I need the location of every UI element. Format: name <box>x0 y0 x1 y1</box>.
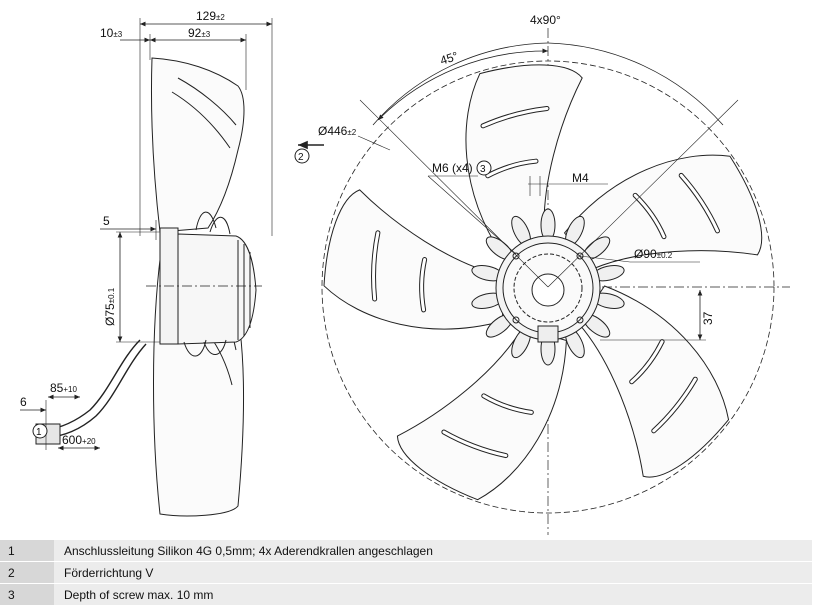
table-row: 1 Anschlussleitung Silikon 4G 0,5mm; 4x … <box>0 540 812 562</box>
dim-thread-m6: M6 (x4) <box>432 161 473 175</box>
fan-blade <box>323 189 504 330</box>
note-text: Anschlussleitung Silikon 4G 0,5mm; 4x Ad… <box>54 540 812 562</box>
dim-width-92: 92±3 <box>188 26 211 40</box>
dim-offset-10: 10±3 <box>100 26 123 40</box>
dim-5: 5 <box>103 214 110 228</box>
balloon-3: 3 <box>480 164 486 175</box>
side-view-labels: 129±2 10±3 92±3 5 Ø75±0.1 85+10 6 600+20… <box>20 9 310 447</box>
balloon-3-circle <box>476 160 492 176</box>
side-view <box>20 18 324 517</box>
note-number: 1 <box>0 540 54 562</box>
balloon-2: 2 <box>298 152 304 163</box>
dim-cable-6: 6 <box>20 395 27 409</box>
cable-gland <box>537 325 559 343</box>
notes-table: 1 Anschlussleitung Silikon 4G 0,5mm; 4x … <box>0 540 812 606</box>
dim-outer-diameter: Ø446±2 <box>318 124 357 138</box>
balloon-2-circle <box>294 148 310 164</box>
dim-angle-4x90: 4x90° <box>530 13 561 27</box>
dim-37: 37 <box>701 311 715 325</box>
side-motor-rotor <box>177 233 257 345</box>
dim-overall-width: 129±2 <box>196 9 225 23</box>
dim-cable-85: 85+10 <box>50 381 77 395</box>
angle-arc-45 <box>377 48 549 121</box>
dim-hub-diameter: Ø75±0.1 <box>103 287 117 326</box>
hub-center <box>531 273 565 307</box>
side-upper-blade <box>150 57 245 233</box>
fan-envelope-circle <box>321 60 775 514</box>
note-text: Depth of screw max. 10 mm <box>54 583 812 606</box>
note-text: Förderrichtung V <box>54 561 812 584</box>
front-view <box>321 28 790 535</box>
dim-m4: M4 <box>572 171 589 185</box>
table-row: 2 Förderrichtung V <box>0 561 812 584</box>
technical-drawing: 129±2 10±3 92±3 5 Ø75±0.1 85+10 6 600+20… <box>20 9 790 535</box>
balloon-1: 1 <box>36 427 42 438</box>
mounting-holes <box>512 252 584 324</box>
table-row: 3 Depth of screw max. 10 mm <box>0 583 812 606</box>
fan-blades <box>323 64 763 501</box>
fan-blade <box>396 327 567 501</box>
balloon-1-circle <box>32 423 48 439</box>
dim-cable-600: 600+20 <box>62 433 96 447</box>
dim-angle-45: 45° <box>438 49 460 68</box>
note-number: 3 <box>0 583 54 606</box>
front-view-labels: 4x90° 45° Ø446±2 M6 (x4) 3 M4 Ø90±0.2 37 <box>318 13 715 325</box>
note-number: 2 <box>0 561 54 584</box>
dim-bolt-circle: Ø90±0.2 <box>634 247 673 261</box>
fan-blade <box>578 285 730 478</box>
